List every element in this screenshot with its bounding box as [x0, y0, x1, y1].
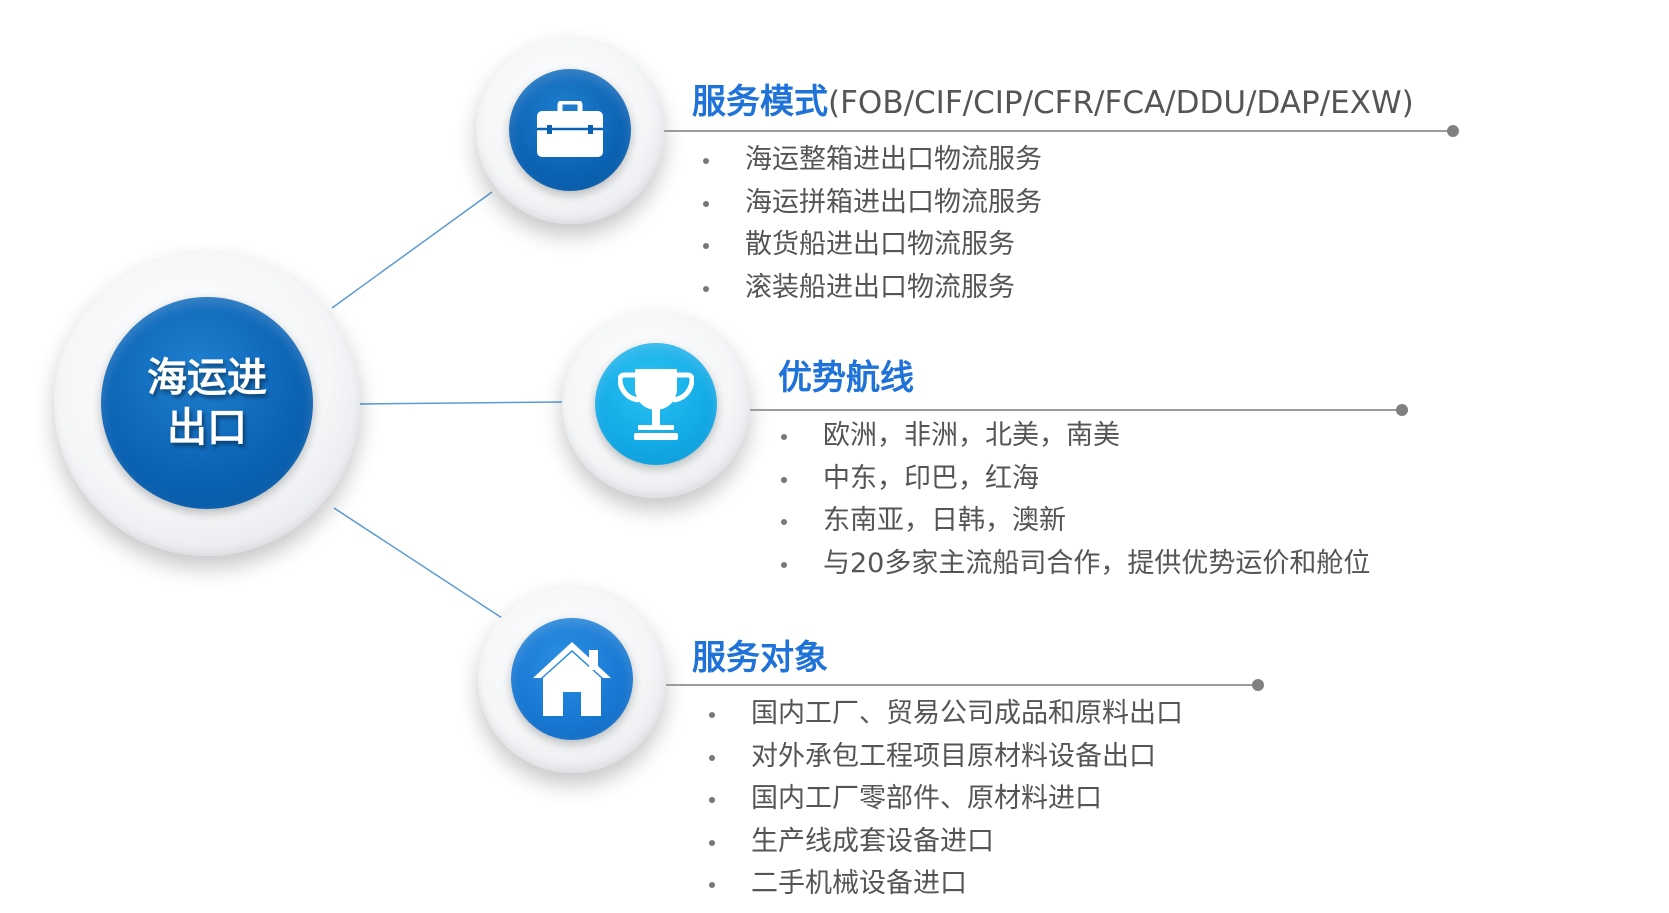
service-target-list: 国内工厂、贸易公司成品和原料出口 对外承包工程项目原材料设备出口 国内工厂零部件…	[709, 693, 1183, 906]
service-target-title-main: 服务对象	[692, 638, 828, 678]
list-item: 中东，印巴，红海	[781, 458, 1370, 501]
list-item: 对外承包工程项目原材料设备出口	[709, 736, 1183, 779]
service-mode-title: 服务模式(FOB/CIF/CIP/CFR/FCA/DDU/DAP/EXW)	[692, 74, 1414, 123]
connector-line-top	[331, 191, 493, 309]
routes-rule	[750, 409, 1406, 411]
house-icon	[533, 642, 611, 716]
service-mode-title-terms: (FOB/CIF/CIP/CFR/FCA/DDU/DAP/EXW)	[828, 85, 1414, 121]
routes-title-main: 优势航线	[778, 358, 914, 398]
bullet-dot	[709, 839, 715, 846]
list-item: 海运拼箱进出口物流服务	[703, 182, 1042, 225]
service-mode-title-main: 服务模式	[692, 82, 828, 122]
bullet-dot	[709, 754, 715, 761]
bullet-dot	[781, 476, 787, 483]
list-item: 海运整箱进出口物流服务	[703, 139, 1042, 182]
list-item: 与20多家主流船司合作，提供优势运价和舱位	[781, 543, 1370, 586]
list-item: 生产线成套设备进口	[709, 821, 1183, 864]
list-item: 东南亚，日韩，澳新	[781, 500, 1370, 543]
connector-line-bottom	[333, 507, 503, 619]
list-item: 欧洲，非洲，北美，南美	[781, 415, 1370, 458]
list-item: 散货船进出口物流服务	[703, 224, 1042, 267]
service-mode-rule	[664, 130, 1458, 132]
service-target-core	[511, 618, 633, 740]
bullet-dot	[703, 200, 709, 207]
list-item: 国内工厂零部件、原材料进口	[709, 778, 1183, 821]
service-target-rule	[666, 684, 1262, 686]
list-item: 二手机械设备进口	[709, 863, 1183, 906]
bullet-dot	[709, 712, 715, 718]
service-mode-rule-dot	[1447, 125, 1459, 137]
hub-label: 海运进 出口	[147, 353, 267, 453]
service-mode-list: 海运整箱进出口物流服务 海运拼箱进出口物流服务 散货船进出口物流服务 滚装船进出…	[703, 139, 1042, 309]
bullet-dot	[709, 882, 715, 888]
hub-label-line1: 海运进	[147, 355, 267, 401]
bullet-dot	[781, 519, 787, 525]
bullet-dot	[709, 797, 715, 803]
list-item: 滚装船进出口物流服务	[703, 267, 1042, 310]
hub-label-line2: 出口	[167, 405, 247, 451]
routes-list: 欧洲，非洲，北美，南美 中东，印巴，红海 东南亚，日韩，澳新 与20多家主流船司…	[781, 415, 1370, 585]
connector-line-middle	[359, 401, 563, 405]
hub-core: 海运进 出口	[101, 297, 313, 509]
service-target-rule-dot	[1252, 679, 1264, 691]
bullet-dot	[781, 561, 787, 568]
routes-title: 优势航线	[778, 350, 914, 399]
service-mode-core	[509, 69, 631, 191]
list-item: 国内工厂、贸易公司成品和原料出口	[709, 693, 1183, 736]
bullet-dot	[703, 285, 709, 292]
bullet-dot	[703, 158, 709, 164]
service-target-title: 服务对象	[692, 630, 828, 679]
trophy-icon	[618, 369, 694, 440]
bullet-dot	[781, 434, 787, 440]
bullet-dot	[703, 243, 709, 249]
routes-core	[595, 343, 717, 465]
briefcase-icon	[537, 101, 603, 157]
routes-rule-dot	[1396, 404, 1408, 416]
